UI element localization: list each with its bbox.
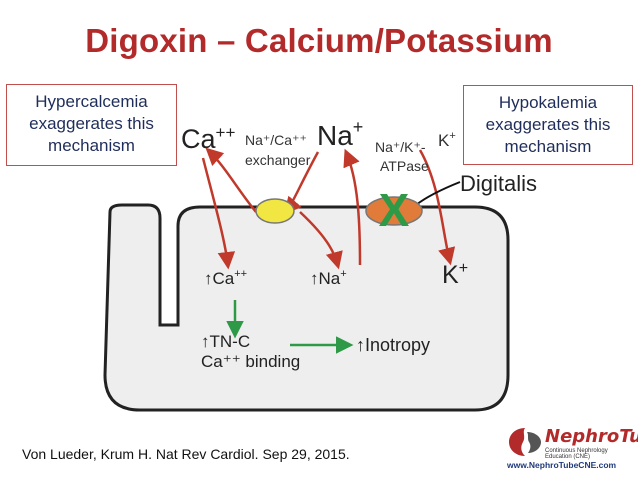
ca-outside-label: Ca++ <box>181 123 235 154</box>
inotropy-label: ↑Inotropy <box>356 335 430 355</box>
cell-membrane <box>103 203 510 412</box>
exchanger-label-2: exchanger <box>245 152 311 168</box>
nephrotube-logo: NephroTube Continuous Nephrology Educati… <box>505 420 638 474</box>
tnc-label-2: Ca⁺⁺ binding <box>201 352 300 371</box>
k-outside-label: K+ <box>438 130 456 150</box>
exchanger-transporter <box>255 198 295 224</box>
atpase-label-2: ATPase <box>380 158 429 174</box>
logo-tagline: Continuous Nephrology Education (CNE) <box>545 448 608 460</box>
ca-inside-label: ↑Ca++ <box>204 268 247 288</box>
note-line: exaggerates this <box>29 114 154 133</box>
atpase-label-1: Na⁺/K⁺- <box>375 139 426 155</box>
note-line: Hypercalcemia <box>35 92 148 111</box>
tnc-label-1: ↑TN-C <box>201 332 250 351</box>
exchanger-label-1: Na⁺/Ca⁺⁺ <box>245 132 307 148</box>
logo-name: NephroTube <box>545 426 638 447</box>
na-pump-arrow <box>343 148 362 266</box>
ca-efflux-arrow <box>205 147 257 213</box>
note-line: exaggerates this <box>485 115 611 134</box>
logo-url: www.NephroTubeCNE.com <box>507 460 617 470</box>
kidney-icon <box>509 428 541 456</box>
k-inside-label: K+ <box>442 260 468 289</box>
hypercalcemia-note: Hypercalcemia exaggerates this mechanism <box>6 84 177 166</box>
hypokalemia-note: Hypokalemia exaggerates this mechanism <box>463 85 633 165</box>
ca-influx-arrow <box>201 157 236 270</box>
k-pump-arrow <box>418 149 456 266</box>
note-line: mechanism <box>48 136 135 155</box>
block-mark: X <box>379 184 410 236</box>
citation: Von Lueder, Krum H. Nat Rev Cardiol. Sep… <box>22 446 350 462</box>
na-influx-arrow <box>299 211 343 270</box>
page-title: Digoxin – Calcium/Potassium <box>85 22 553 59</box>
note-line: Hypokalemia <box>498 93 598 112</box>
na-inside-label: ↑Na+ <box>310 268 347 288</box>
note-line: mechanism <box>504 137 592 156</box>
na-outside-label: Na+ <box>317 117 363 151</box>
atpase-transporter <box>365 196 423 226</box>
digitalis-label: Digitalis <box>460 171 537 196</box>
